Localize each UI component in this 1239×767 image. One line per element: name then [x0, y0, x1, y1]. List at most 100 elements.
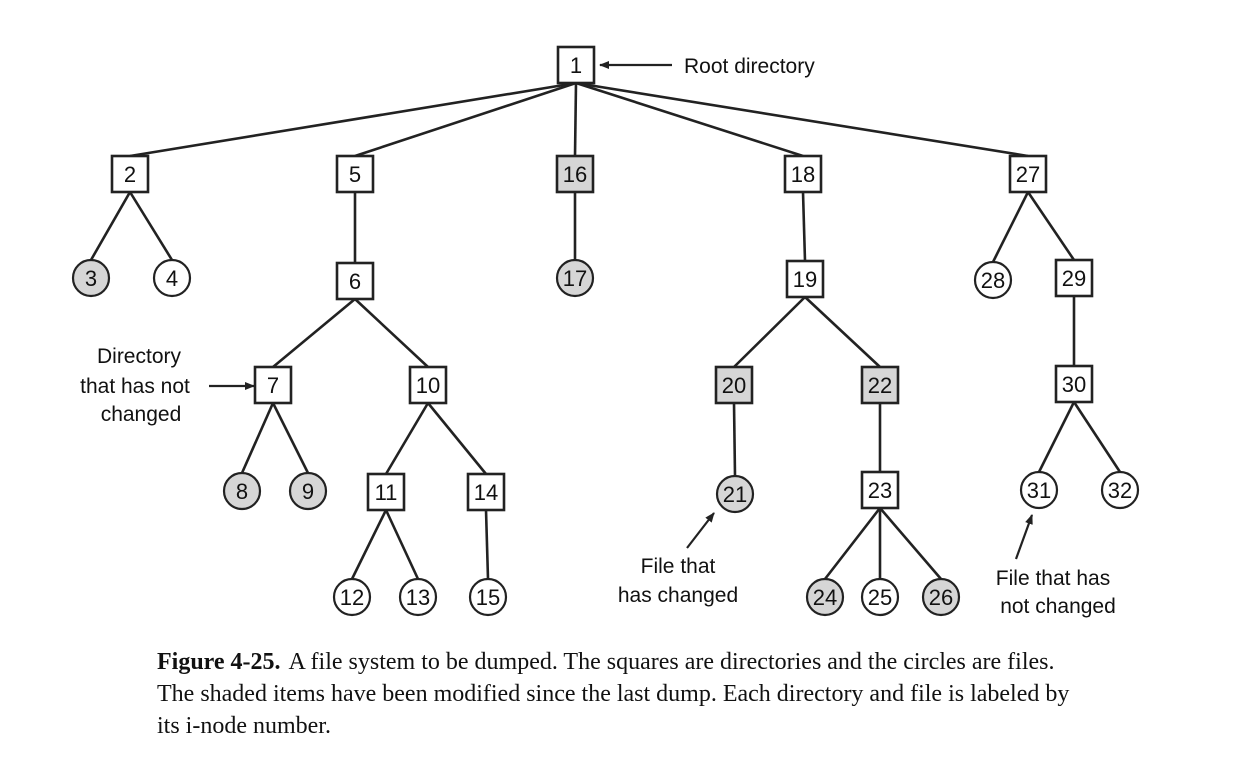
file-changed-arrow [686, 512, 715, 549]
node-label: 24 [813, 585, 837, 610]
edge-18-19 [801, 191, 807, 262]
directory-node-30: 30 [1054, 364, 1094, 404]
directory-square [110, 154, 150, 194]
file-circle [71, 258, 111, 298]
file-circle [555, 258, 595, 298]
file-node-13: 13 [398, 577, 438, 617]
file-unchanged-arrow [1014, 514, 1034, 560]
edge-27-29 [1026, 191, 1076, 261]
edge-11-13 [384, 509, 420, 580]
directory-square [556, 45, 596, 85]
directory-node-16: 16 [555, 154, 595, 194]
directory-node-10: 10 [408, 365, 448, 405]
annotation-directory-unchanged: Directory that has not changed [80, 345, 255, 426]
directory-square [335, 261, 375, 301]
directory-square [408, 365, 448, 405]
directory-square [466, 472, 506, 512]
node-label: 13 [406, 585, 430, 610]
directory-square [253, 365, 293, 405]
file-node-21: 21 [715, 474, 755, 514]
figure-caption: Figure 4-25.A file system to be dumped. … [157, 646, 1077, 742]
node-label: 6 [349, 269, 361, 294]
edge-30-32 [1072, 401, 1122, 473]
directory-square [860, 470, 900, 510]
file-circle [398, 577, 438, 617]
file-circle [805, 577, 845, 617]
edge-19-22 [804, 296, 881, 368]
directory-node-11: 11 [366, 472, 406, 512]
edge-11-12 [350, 509, 388, 580]
edge-7-8 [240, 402, 275, 474]
directory-square [714, 365, 754, 405]
file-circle [860, 577, 900, 617]
directory-node-6: 6 [335, 261, 375, 301]
node-label: 2 [124, 162, 136, 187]
edge-1-18 [575, 81, 804, 158]
file-changed-label-line-2: has changed [618, 584, 738, 607]
node-label: 16 [563, 162, 587, 187]
directory-square [366, 472, 406, 512]
file-circle [468, 577, 508, 617]
directory-node-18: 18 [783, 154, 823, 194]
figure-caption-label: Figure 4-25. [157, 649, 281, 675]
node-label: 15 [476, 585, 500, 610]
file-node-15: 15 [468, 577, 508, 617]
node-label: 12 [340, 585, 364, 610]
node-label: 1 [570, 53, 582, 78]
file-circle [921, 577, 961, 617]
edge-19-20 [733, 296, 806, 368]
directory-node-7: 7 [253, 365, 293, 405]
node-label: 29 [1062, 266, 1086, 291]
file-node-3: 3 [71, 258, 111, 298]
edge-27-28 [991, 191, 1030, 263]
edge-6-10 [354, 298, 429, 368]
annotation-file-changed: File that has changed [618, 512, 738, 607]
directory-unchanged-label-line-3: changed [101, 403, 182, 426]
file-node-24: 24 [805, 577, 845, 617]
file-node-32: 32 [1100, 470, 1140, 510]
node-label: 10 [416, 373, 440, 398]
directory-node-20: 20 [714, 365, 754, 405]
node-label: 14 [474, 480, 498, 505]
edge-30-31 [1037, 401, 1076, 473]
file-circle [288, 471, 328, 511]
directory-node-29: 29 [1054, 258, 1094, 298]
annotation-file-unchanged: File that has not changed [996, 514, 1116, 618]
node-label: 25 [868, 585, 892, 610]
node-label: 28 [981, 268, 1005, 293]
file-circle [1100, 470, 1140, 510]
directory-node-1: 1 [556, 45, 596, 85]
directory-unchanged-label-line-1: Directory [97, 345, 182, 368]
edge-6-7 [272, 297, 356, 369]
file-node-26: 26 [921, 577, 961, 617]
file-circle [1019, 470, 1059, 510]
node-label: 3 [85, 266, 97, 291]
directory-square [785, 259, 825, 299]
edge-23-26 [879, 507, 942, 580]
node-label: 30 [1062, 372, 1086, 397]
node-label: 17 [563, 266, 587, 291]
directory-node-2: 2 [110, 154, 150, 194]
directory-square [860, 365, 900, 405]
edge-1-27 [575, 81, 1029, 158]
directory-square [783, 154, 823, 194]
directory-square [555, 154, 595, 194]
node-label: 8 [236, 479, 248, 504]
directory-square [335, 154, 375, 194]
edge-23-24 [823, 507, 882, 580]
file-circle [973, 260, 1013, 300]
directory-node-14: 14 [466, 472, 506, 512]
file-circle [715, 474, 755, 514]
directory-node-27: 27 [1008, 154, 1048, 194]
directory-unchanged-label-line-2: that has not [80, 375, 190, 398]
edge-1-5 [354, 81, 577, 158]
file-node-12: 12 [332, 577, 372, 617]
file-unchanged-label-line-2: not changed [1000, 595, 1116, 618]
edge-1-16 [573, 82, 578, 157]
node-label: 4 [166, 266, 178, 291]
edge-10-11 [384, 402, 430, 475]
edge-14-15 [484, 509, 490, 580]
file-node-17: 17 [555, 258, 595, 298]
node-label: 32 [1108, 478, 1132, 503]
